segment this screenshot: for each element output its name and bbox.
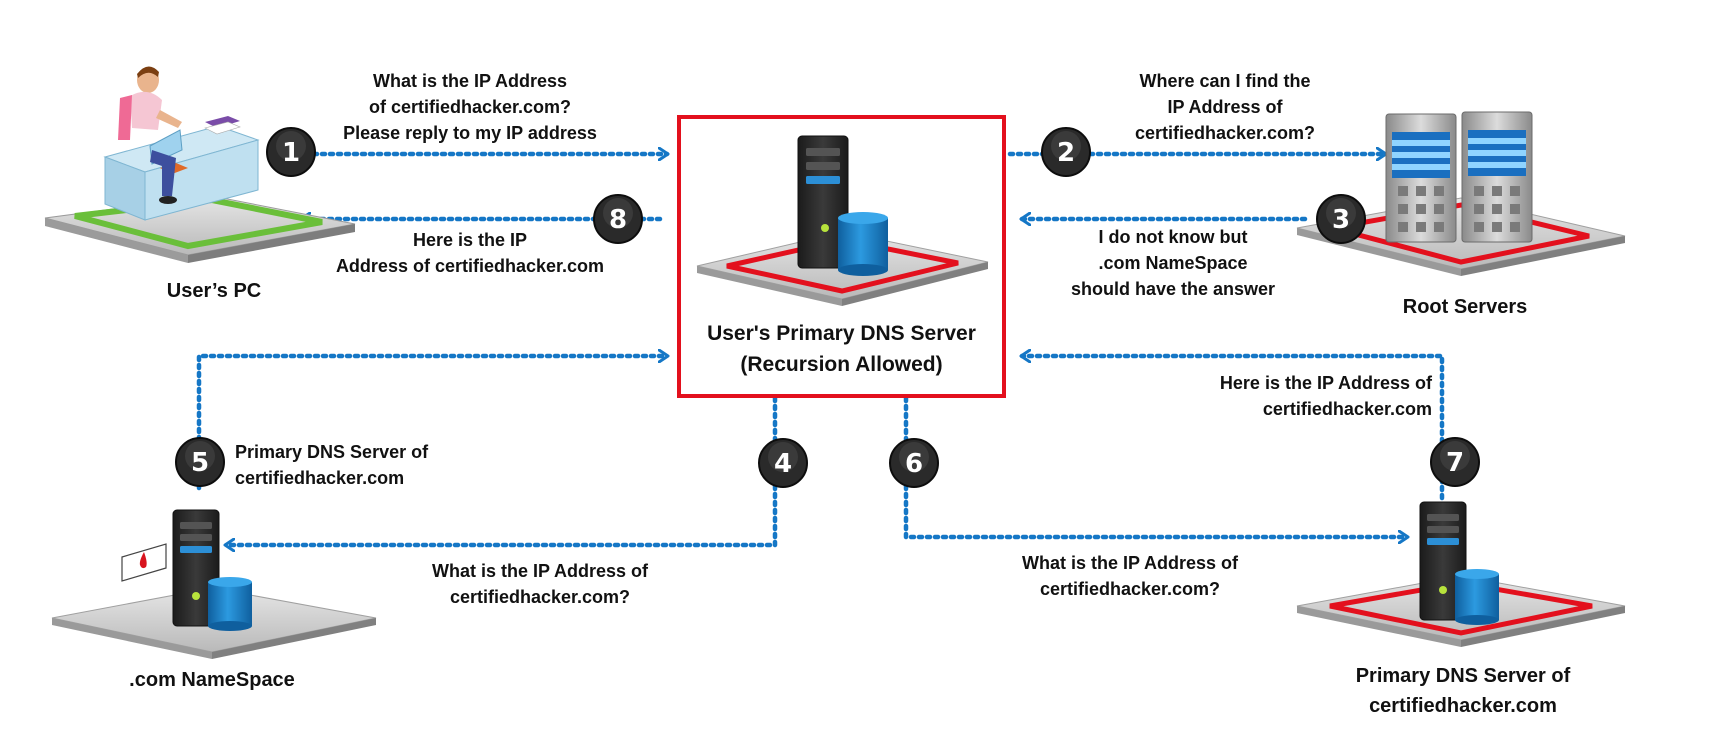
message-line: certifiedhacker.com? <box>1039 579 1221 599</box>
users-pc-label: User’s PC <box>166 280 262 302</box>
primary-dns-server-label: User's Primary DNS Server (Recursion All… <box>679 318 1004 380</box>
auth-dns-server-icon <box>1296 501 1626 647</box>
message-line: Where can I find the <box>1139 71 1311 91</box>
step-badge-5: 5 <box>175 437 225 487</box>
message-line: IP Address of <box>1167 97 1283 117</box>
message-line: of certifiedhacker.com? <box>368 97 572 117</box>
step-badges: 1 2 3 4 5 6 7 8 <box>175 127 1480 488</box>
message-line: What is the IP Address <box>372 71 568 91</box>
step-badge-8: 8 <box>593 194 643 244</box>
message-line: What is the IP Address of <box>431 561 649 581</box>
message-line: certifiedhacker.com? <box>1134 123 1316 143</box>
step-number: 3 <box>1332 205 1350 235</box>
message-step-6: What is the IP Address of certifiedhacke… <box>990 550 1270 602</box>
step-number: 7 <box>1446 448 1464 478</box>
message-line: I do not know but <box>1098 227 1248 247</box>
message-line: should have the answer <box>1070 279 1276 299</box>
message-line: Please reply to my IP address <box>343 123 597 143</box>
message-step-8: Here is the IP Address of certifiedhacke… <box>320 227 620 279</box>
message-step-7: Here is the IP Address of certifiedhacke… <box>1140 370 1432 422</box>
message-step-2: Where can I find the IP Address of certi… <box>1100 68 1350 146</box>
auth-dns-server-line-2: certifiedhacker.com <box>1369 695 1557 717</box>
message-line: Here is the IP Address of <box>1219 373 1432 393</box>
step-badge-6: 6 <box>889 438 939 488</box>
step-badge-1: 1 <box>266 127 316 177</box>
step-number: 6 <box>905 449 923 479</box>
root-servers-label: Root Servers <box>1402 296 1528 318</box>
message-line: .com NameSpace <box>1098 253 1248 273</box>
message-line: Here is the IP <box>412 230 528 250</box>
step-number: 8 <box>609 205 627 235</box>
message-step-3: I do not know but .com NameSpace should … <box>1048 224 1298 302</box>
step-number: 5 <box>191 448 209 478</box>
step-badge-3: 3 <box>1316 194 1366 244</box>
step-number: 4 <box>774 449 792 479</box>
primary-dns-server-line-2: (Recursion Allowed) <box>740 353 943 376</box>
primary-dns-server-line-1: User's Primary DNS Server <box>707 322 976 345</box>
step-badge-4: 4 <box>758 438 808 488</box>
message-line: Address of certifiedhacker.com <box>335 256 605 276</box>
auth-dns-server-label: Primary DNS Server of certifiedhacker.co… <box>1330 661 1596 721</box>
auth-dns-server-line-1: Primary DNS Server of <box>1355 665 1571 687</box>
com-namespace-label: .com NameSpace <box>129 669 295 691</box>
message-step-4: What is the IP Address of certifiedhacke… <box>400 558 680 610</box>
com-namespace-server-icon <box>51 509 377 659</box>
step-number: 2 <box>1057 138 1075 168</box>
message-line: certifiedhacker.com? <box>449 587 631 607</box>
step-number: 1 <box>282 138 300 168</box>
step-badge-7: 7 <box>1430 437 1480 487</box>
message-line: Primary DNS Server of <box>235 442 429 462</box>
message-line: What is the IP Address of <box>1021 553 1239 573</box>
step-badge-2: 2 <box>1041 127 1091 177</box>
primary-dns-server-icon <box>696 135 989 306</box>
message-line: certifiedhacker.com <box>235 468 405 488</box>
message-step-1: What is the IP Address of certifiedhacke… <box>320 68 620 146</box>
message-step-5: Primary DNS Server of certifiedhacker.co… <box>235 439 495 491</box>
users-pc-icon <box>44 66 356 263</box>
message-line: certifiedhacker.com <box>1262 399 1432 419</box>
